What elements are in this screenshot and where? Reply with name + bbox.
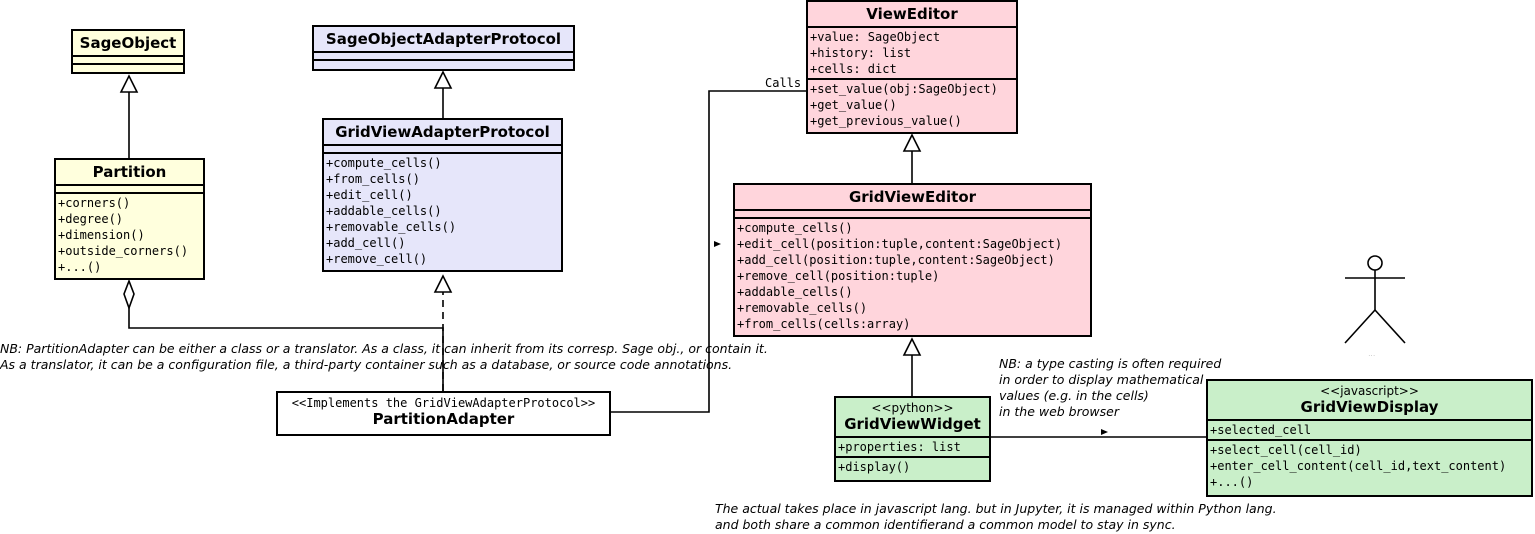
attributes-section (314, 51, 573, 59)
operations-section: +compute_cells() +from_cells() +edit_cel… (324, 152, 561, 268)
attributes-section (324, 144, 561, 152)
class-header: <<Implements the GridViewAdapterProtocol… (278, 393, 609, 431)
operation: +from_cells(cells:array) (737, 317, 911, 331)
class-name: GridViewWidget (844, 415, 981, 433)
inheritance-arrowhead (433, 70, 453, 89)
operation: +from_cells() (326, 172, 420, 186)
operation: +removable_cells() (737, 301, 868, 315)
class-sageobject[interactable]: SageObject (71, 29, 185, 74)
operation: +...() (1210, 475, 1254, 489)
operation: +edit_cell(position:tuple,content:SageOb… (737, 237, 1063, 251)
class-name: PartitionAdapter (372, 410, 515, 428)
class-gridviewdisplay[interactable]: <<javascript>> GridViewDisplay +selected… (1206, 379, 1533, 497)
operation: +removable_cells() (326, 220, 457, 234)
navigability-arrow (714, 241, 721, 247)
operation: +outside_corners() (58, 244, 189, 258)
operation: +compute_cells() (326, 156, 442, 170)
note-sync: The actual takes place in javascript lan… (715, 501, 1277, 532)
operation: +addable_cells() (326, 204, 442, 218)
operation: +remove_cell() (326, 252, 428, 266)
operation: +...() (58, 260, 102, 274)
operation: +compute_cells() (737, 221, 853, 235)
operation: +select_cell(cell_id) (1210, 443, 1362, 457)
class-name: SageObject (79, 34, 177, 52)
class-name: ViewEditor (866, 5, 958, 23)
operations-section: +select_cell(cell_id) +enter_cell_conten… (1208, 439, 1531, 491)
attributes-section (56, 184, 203, 192)
attribute: +properties: list (838, 440, 961, 454)
class-gridviewadapterprotocol[interactable]: GridViewAdapterProtocol +compute_cells()… (322, 118, 563, 272)
class-partitionadapter[interactable]: <<Implements the GridViewAdapterProtocol… (276, 391, 611, 436)
operation: +get_previous_value() (810, 114, 962, 128)
operation: +addable_cells() (737, 285, 853, 299)
class-name: GridViewEditor (848, 188, 977, 206)
calls-label: Calls (765, 76, 802, 90)
inheritance-arrowhead (902, 133, 922, 152)
class-name: GridViewAdapterProtocol (335, 123, 550, 141)
operation: +add_cell(position:tuple,content:SageObj… (737, 253, 1055, 267)
class-gridviewwidget[interactable]: <<python>> GridViewWidget +properties: l… (834, 396, 991, 482)
stereotype: <<python>> (871, 401, 954, 415)
class-header: <<python>> GridViewWidget (836, 398, 989, 436)
class-partition[interactable]: Partition +corners() +degree() +dimensio… (54, 158, 205, 280)
class-name: SageObjectAdapterProtocol (325, 30, 562, 48)
class-name: Partition (92, 163, 167, 181)
note-partition-adapter: NB: PartitionAdapter can be either a cla… (0, 341, 768, 372)
note-type-casting: NB: a type casting is often required in … (999, 356, 1222, 419)
operations-section: +compute_cells() +edit_cell(position:tup… (735, 217, 1090, 333)
operation: +add_cell() (326, 236, 406, 250)
operations-section: +display() (836, 456, 989, 476)
operation: +degree() (58, 212, 124, 226)
attributes-section: +value: SageObject +history: list +cells… (808, 26, 1016, 78)
class-header: <<javascript>> GridViewDisplay (1208, 381, 1531, 419)
operation: +remove_cell(position:tuple) (737, 269, 940, 283)
attribute: +history: list (810, 46, 912, 60)
operation: +corners() (58, 196, 131, 210)
operations-section: +corners() +degree() +dimension() +outsi… (56, 192, 203, 276)
attribute: +value: SageObject (810, 30, 941, 44)
padapter-calls-vieweditor (611, 90, 806, 413)
stereotype: <<Implements the GridViewAdapterProtocol… (291, 396, 596, 410)
actor-name: ... (1368, 352, 1376, 357)
operation: +display() (838, 460, 911, 474)
operations-section (314, 59, 573, 67)
class-vieweditor[interactable]: ViewEditor +value: SageObject +history: … (806, 0, 1018, 134)
operations-section (73, 63, 183, 71)
attributes-section (735, 209, 1090, 217)
realization-arrowhead (433, 274, 453, 293)
inheritance-arrowhead (119, 74, 139, 93)
class-name: GridViewDisplay (1300, 398, 1439, 416)
attributes-section: +selected_cell (1208, 419, 1531, 439)
operation: +dimension() (58, 228, 145, 242)
operation: +get_value() (810, 98, 897, 112)
padapter-aggregates-partition (128, 308, 444, 391)
class-gridvieweditor[interactable]: GridViewEditor +compute_cells() +edit_ce… (733, 183, 1092, 337)
attributes-section: +properties: list (836, 436, 989, 456)
inheritance-arrowhead (902, 337, 922, 356)
operation: +edit_cell() (326, 188, 413, 202)
navigability-arrow (1101, 429, 1108, 435)
stereotype: <<javascript>> (1320, 384, 1419, 398)
operations-section: +set_value(obj:SageObject) +get_value() … (808, 78, 1016, 130)
class-sageobjectadapterprotocol[interactable]: SageObjectAdapterProtocol (312, 25, 575, 71)
attribute: +selected_cell (1210, 423, 1312, 437)
attributes-section (73, 55, 183, 63)
operation: +set_value(obj:SageObject) (810, 82, 998, 96)
aggregation-diamond (123, 278, 135, 311)
operation: +enter_cell_content(cell_id,text_content… (1210, 459, 1507, 473)
attribute: +cells: dict (810, 62, 897, 76)
actor-head (1367, 255, 1383, 271)
